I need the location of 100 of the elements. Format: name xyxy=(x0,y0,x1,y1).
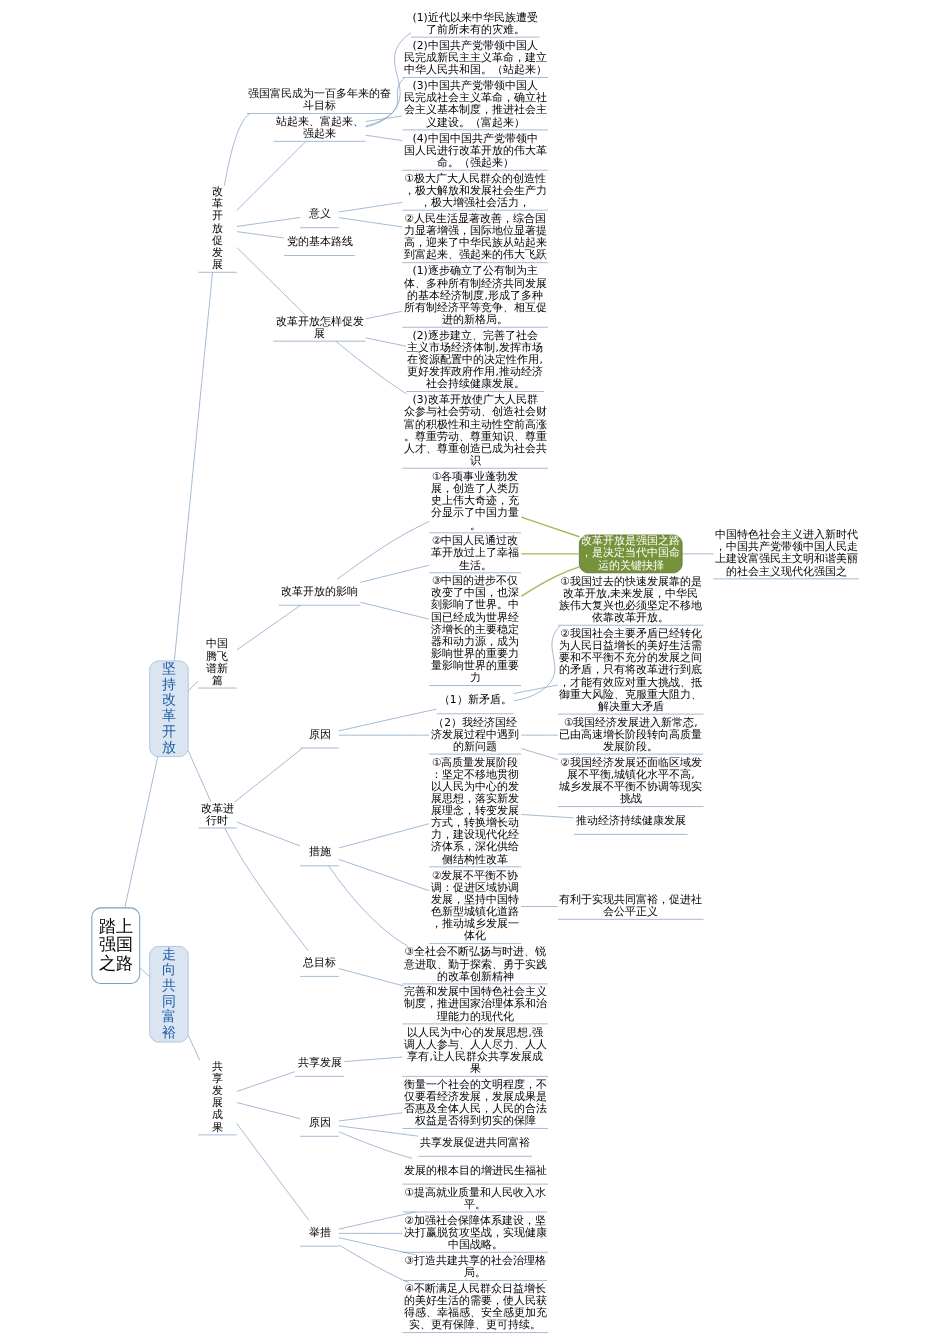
node-text: 强国富民成为一百多年来的奋斗目标 xyxy=(247,87,391,113)
connector xyxy=(236,605,301,651)
node-box: 坚持改革开放 xyxy=(148,660,189,757)
node-text: ②我国社会主要矛盾已经转化为人民日益增长的美好生活需要和不平衡不充分的发展之间的矛盾，只有将改革进行到底，才能有效应对重大挑战、抵御重大风险、克服重大阻力、解决重大矛盾 xyxy=(558,627,702,713)
connector xyxy=(359,564,429,583)
connector xyxy=(338,1131,413,1159)
node-text: ①极大广大人民群众的创造性，极大解放和发展社会生产力，极大增强社会活力， xyxy=(403,171,547,209)
node-text: ④不断满足人民群众日益增长的美好生活的需要，使人民获得感、幸福感、安全感更加充实、更有保障、更可持续。 xyxy=(403,1281,547,1332)
connector xyxy=(236,1071,295,1092)
connector xyxy=(337,1211,416,1230)
node-box: 踏上强国之路 xyxy=(90,907,140,985)
connector xyxy=(123,756,158,908)
connector xyxy=(338,968,404,987)
connector xyxy=(364,310,402,320)
node-text: 意义 xyxy=(308,207,331,221)
node-text: 总目标 xyxy=(302,956,336,970)
node-text: 措施 xyxy=(308,845,331,859)
connector xyxy=(338,201,403,213)
connector xyxy=(236,141,306,211)
connector xyxy=(337,708,437,732)
connector xyxy=(236,231,284,239)
connector xyxy=(233,747,303,803)
connector xyxy=(364,134,402,141)
connector xyxy=(236,217,301,227)
node-text: （1）新矛盾。 xyxy=(438,693,512,707)
node-text: 改革开放怎样促发展 xyxy=(275,314,364,340)
connector xyxy=(364,115,402,122)
connector xyxy=(173,272,213,662)
node-text: ②我国经济发展还面临区域发展不平衡,城镇化水平不高,城乡发展不平衡不协调等现实挑战 xyxy=(558,755,702,806)
connector xyxy=(187,680,198,692)
connector xyxy=(681,553,714,555)
connector xyxy=(513,625,561,702)
connector xyxy=(359,601,429,620)
connector xyxy=(520,748,558,760)
node-text: 有利于实现共同富裕，促进社会公平正义 xyxy=(558,892,702,919)
connector xyxy=(338,859,429,892)
node-text: (4)中国中国共产党带领中国人民进行改革开放的伟大革命。（强起来） xyxy=(403,131,547,169)
node-text: ③中国的进步不仅改变了中国，也深刻影响了世界。中国已经成为世界经济增长的主要稳定器和动力源，成为影响世界的重要力量影响世界的重要力 xyxy=(430,574,519,685)
node-text: 完善和发展中国特色社会主义制度，推进国家治理体系和治理能力的现代化 xyxy=(403,985,547,1023)
connector xyxy=(236,1102,301,1120)
connector xyxy=(364,337,407,347)
node-text: 共享发展促进共同富裕 xyxy=(419,1135,530,1149)
connector xyxy=(520,734,558,736)
node-text: ①各项事业蓬勃发展，创造了人类历史上伟大奇迹，充分显示了中国力量。 xyxy=(430,470,519,532)
node-text: 改革开放的影响 xyxy=(280,584,358,598)
connector xyxy=(236,1123,309,1221)
node-box: 改革开放是强国之路，是决定当代中国命运的关键抉择 xyxy=(578,534,682,574)
node-text: (2)逐步建立、完善了社会主义市场经济体制,发挥市场在资源配置中的决定性作用,更好发挥政府作用,推动经济社会持续健康发展。 xyxy=(406,328,543,391)
connector xyxy=(236,247,306,316)
connector xyxy=(236,821,301,847)
connector xyxy=(337,1237,416,1256)
connector xyxy=(520,553,580,555)
node-text: 中国腾飞谱新篇 xyxy=(205,637,228,687)
node-text: ①我国过去的快速发展靠的是改革开放,未来发展，中华民族伟大复兴也必须坚定不移地依靠改革开放。 xyxy=(558,574,702,624)
node-text: 中国特色社会主义进入新时代，中国共产党带领中国人民走上建设富强民主文明和谐美丽的社会主义现代化强国之 xyxy=(714,528,858,578)
node-text: 以人民为中心的发展思想,强调人人参与、人人尽力、人人享有,让人民群众共享发展成果 xyxy=(403,1025,547,1076)
node-text: 原因 xyxy=(308,1115,331,1129)
node-text: 衡量一个社会的文明程度，不仅要看经济发展，发展成果是否惠及全体人民，人民的合法权益是否得到切实的保障 xyxy=(403,1077,547,1128)
node-text: 改革进行时 xyxy=(200,801,234,827)
node-text: 发展的根本目的增进民生福祉 xyxy=(403,1163,547,1177)
node-text: ①高质量发展阶段：坚定不移地贯彻以人民为中心的发展思想，落实新发展理念，转变发展方式，转换增长动力，建设现代化经济体系，深化供给侧结构性改革 xyxy=(430,755,519,866)
connector xyxy=(139,967,150,978)
connector xyxy=(187,1034,200,1061)
connector xyxy=(338,1233,403,1234)
connector xyxy=(334,340,407,395)
node-text: ①我国经济发展进入新常态,已由高速增长阶段转向高质量发展阶段。 xyxy=(558,715,702,753)
node-text: ②人民生活显著改善，综合国力显著增强，国际地位显著提高，迎来了中华民族从站起来到富起来、强起来的伟大飞跃 xyxy=(403,211,547,262)
connector xyxy=(520,906,558,907)
node-text: 站起来、富起来、强起来 xyxy=(275,114,364,141)
node-text: (3)中国共产党带领中国人民完成社会主义革命，确立社会主义基本制度，推进社会主义建设。（富起来） xyxy=(403,79,547,129)
connector xyxy=(364,77,405,127)
connector xyxy=(343,1056,403,1062)
node-text: 党的基本路线 xyxy=(286,235,353,249)
connector xyxy=(338,823,429,849)
node-text: 原因 xyxy=(308,727,331,741)
node-text: (3)改革开放使广大人民群众参与社会劳动、创造社会财富的积极性和主动性空前高涨。尊重劳动、尊重知识、尊重人才、尊重创造已成为社会共识 xyxy=(403,393,547,467)
node-text: (1)近代以来中华民族遭受了前所未有的灾难。 xyxy=(412,10,538,36)
node-text: ②发展不平衡不协调：促进区域协调发展，坚持中国特色新型城镇化道路，推动城乡发展一体化 xyxy=(430,868,519,943)
connector xyxy=(223,113,250,187)
node-text: 共享发展 xyxy=(297,1055,342,1069)
connector xyxy=(338,1244,409,1283)
node-text: 举措 xyxy=(308,1225,331,1239)
node-text: ②中国人民通过改革开放过上了幸福生活。 xyxy=(430,534,519,572)
node-text: ②加强社会保障体系建设，坚决打赢脱贫攻坚战，实现健康中国战略。 xyxy=(403,1213,547,1251)
connector xyxy=(338,1112,403,1122)
connector xyxy=(520,516,580,538)
node-text: ③打造共建共享的社会治理格局。 xyxy=(403,1254,546,1280)
node-text: (2)中国共产党带领中国人民完成新民主主义革命，建立中华人民共和国。（站起来） xyxy=(403,38,547,77)
node-text: (1)逐步确立了公有制为主体、多种所有制经济共同发展的基本经济制度,形成了多种所有制经济平等竞争、相互促进的新格局。 xyxy=(403,264,547,326)
connector xyxy=(512,684,558,694)
node-text: 改革开放促发展 xyxy=(211,185,223,272)
node-text: ③全社会不断弘扬与时进、锐意进取、勤于探索、勇于实践的改革创新精神 xyxy=(403,945,547,983)
connector xyxy=(364,32,411,128)
node-text: （2）我经济国经济发展过程中遇到的新问题 xyxy=(430,715,519,753)
node-box: 走向共同富裕 xyxy=(148,946,189,1043)
connector xyxy=(223,827,309,951)
connector xyxy=(520,814,574,819)
connector xyxy=(338,734,429,736)
connector xyxy=(336,521,429,580)
connector xyxy=(520,566,580,598)
